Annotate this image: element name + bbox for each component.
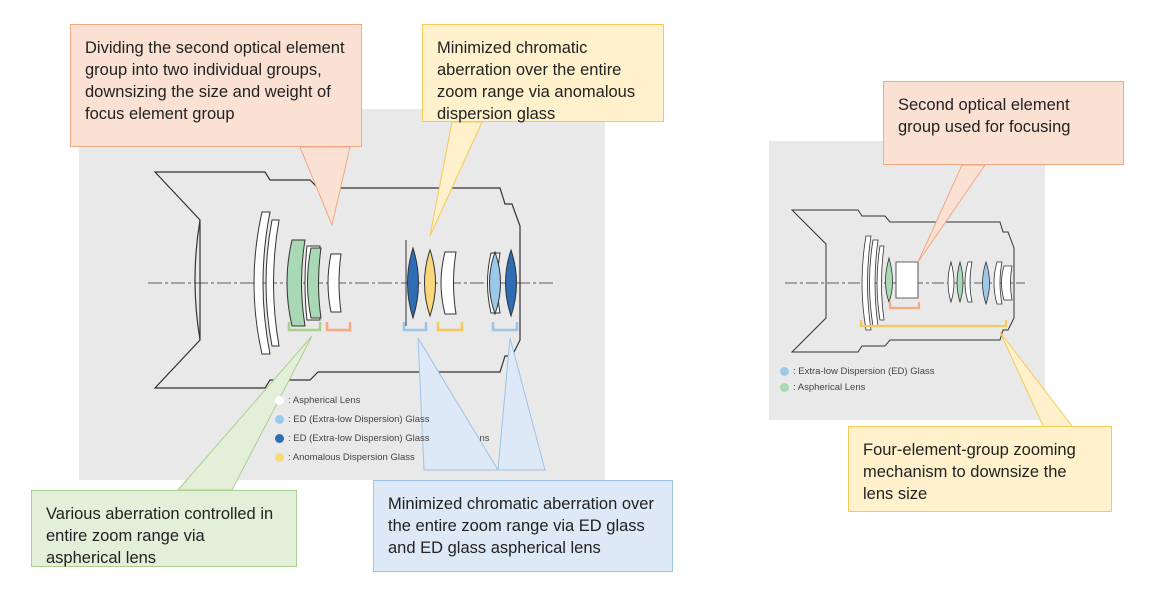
pointer-zooming bbox=[999, 331, 1077, 431]
legend-label: : ED (Extra-low Dispersion) Glass bbox=[288, 433, 430, 444]
legend-item-ed-light: : ED (Extra-low Dispersion) Glass bbox=[275, 410, 490, 429]
right-lens-elements bbox=[861, 235, 1013, 331]
legend-item-anomalous: : Anomalous Dispersion Glass bbox=[275, 448, 490, 467]
callout-ed-glass: Minimized chromatic aberration over the … bbox=[373, 480, 673, 572]
callout-split-groups: Dividing the second optical element grou… bbox=[70, 24, 362, 147]
left-brackets bbox=[287, 322, 519, 332]
pointer-focusing bbox=[917, 164, 986, 263]
legend-label: : Aspherical Lens bbox=[793, 381, 866, 393]
legend-item-ed: : Extra-low Dispersion (ED) Glass bbox=[780, 363, 934, 379]
legend-item-aspherical: : Aspherical Lens bbox=[780, 379, 934, 395]
legend-label: : Anomalous Dispersion Glass bbox=[288, 452, 415, 463]
legend-swatch-aspherical bbox=[275, 396, 284, 405]
legend-swatch-ed bbox=[780, 366, 789, 376]
pointer-ed-glass bbox=[417, 337, 499, 471]
legend-label-suffix: ns bbox=[479, 433, 490, 444]
legend-swatch-ed-dark bbox=[275, 434, 284, 443]
callout-zooming: Four-element-group zooming mechanism to … bbox=[848, 426, 1112, 512]
pointer-split-groups bbox=[299, 146, 351, 227]
pointer-anomalous bbox=[429, 121, 483, 237]
right-brackets bbox=[859, 302, 1008, 328]
callout-aspherical: Various aberration controlled in entire … bbox=[31, 490, 297, 567]
legend-swatch-anomalous bbox=[275, 453, 284, 462]
legend-left: : Aspherical Lens : ED (Extra-low Disper… bbox=[275, 391, 490, 467]
right-lens-barrel bbox=[790, 209, 1015, 353]
legend-right: : Extra-low Dispersion (ED) Glass : Asph… bbox=[780, 363, 934, 395]
legend-swatch-ed-light bbox=[275, 415, 284, 424]
legend-label: : Aspherical Lens bbox=[288, 395, 361, 406]
callout-focusing: Second optical element group used for fo… bbox=[883, 81, 1124, 165]
legend-swatch-aspherical bbox=[780, 382, 789, 392]
legend-label: : ED (Extra-low Dispersion) Glass bbox=[288, 414, 430, 425]
legend-label: : Extra-low Dispersion (ED) Glass bbox=[793, 365, 935, 377]
left-lens-elements bbox=[253, 211, 517, 355]
legend-item-ed-dark: : ED (Extra-low Dispersion) Glass ns bbox=[275, 429, 490, 448]
legend-item-aspherical: : Aspherical Lens bbox=[275, 391, 490, 410]
pointer-ed-glass-2 bbox=[497, 337, 546, 471]
callout-anomalous: Minimized chromatic aberration over the … bbox=[422, 24, 664, 123]
